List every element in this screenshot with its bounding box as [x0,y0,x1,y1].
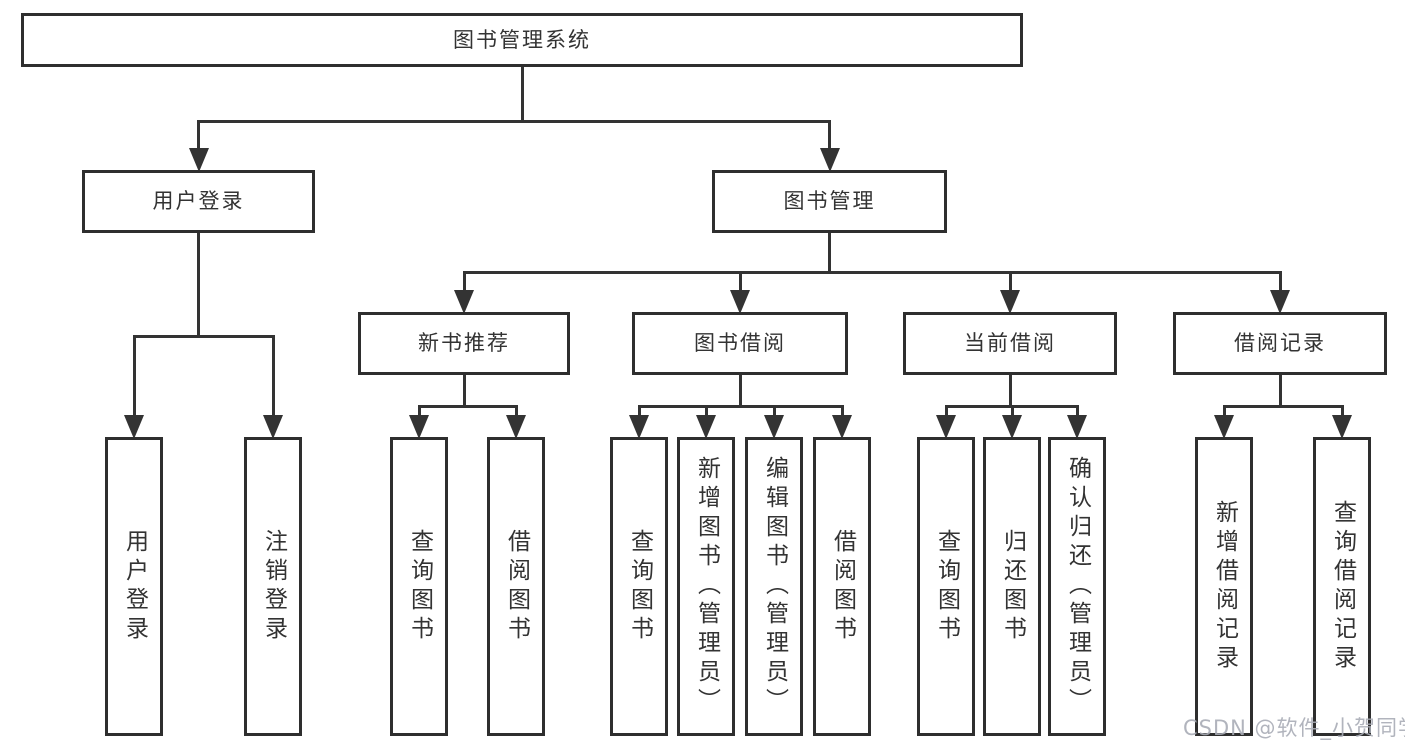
node-leaf-return-books: 归还图书 [983,437,1041,736]
connector-line [637,404,844,408]
node-leaf-borrow-books-1: 借阅图书 [487,437,545,736]
node-label: 查询图书 [406,528,433,645]
node-book-management: 图书管理 [712,170,947,233]
node-borrow-records: 借阅记录 [1173,312,1387,375]
connector-line [944,406,948,417]
arrowhead-icon [454,290,474,314]
arrowhead-icon [1002,415,1022,439]
connector-line [1278,272,1282,292]
node-label: 用户登录 [121,528,148,645]
arrowhead-icon [263,415,283,439]
connector-line [462,272,466,292]
arrowhead-icon [1214,415,1234,439]
arrowhead-icon [629,415,649,439]
arrowhead-icon [730,290,750,314]
connector-line [514,406,518,417]
node-user-login: 用户登录 [82,170,315,233]
node-label: 当前借阅 [964,331,1056,355]
node-leaf-query-books-3: 查询图书 [917,437,975,736]
node-leaf-edit-book-admin: 编辑图书（管理员） [745,437,803,736]
connector-line [197,121,200,150]
node-book-borrow: 图书借阅 [632,312,848,375]
connector-line [132,336,136,417]
arrowhead-icon [409,415,429,439]
node-label: 注销登录 [260,528,287,645]
connector-line [1075,406,1079,417]
connector-line [1008,375,1012,408]
connector-line [462,375,466,408]
node-label: 查询借阅记录 [1329,499,1356,674]
node-current-borrow: 当前借阅 [903,312,1117,375]
arrowhead-icon [832,415,852,439]
arrowhead-icon [124,415,144,439]
node-label: 编辑图书（管理员） [761,456,788,717]
arrowhead-icon [1332,415,1352,439]
connector-line [1010,406,1014,417]
node-label: 确认归还（管理员） [1064,456,1091,717]
connector-line [840,406,844,417]
node-new-book-recommend: 新书推荐 [358,312,570,375]
connector-line [520,67,524,123]
connector-line [197,119,831,123]
connector-line [1008,272,1012,292]
connector-line [738,272,742,292]
connector-line [1222,406,1226,417]
csdn-watermark: CSDN @软件_小贺同学 [1183,716,1405,740]
connector-line [271,336,275,417]
node-leaf-confirm-return-admin: 确认归还（管理员） [1048,437,1106,736]
connector-line [1340,406,1344,417]
connector-line [1222,404,1344,408]
arrowhead-icon [764,415,784,439]
node-leaf-user-login: 用户登录 [105,437,163,736]
arrowhead-icon [1270,290,1290,314]
connector-line [828,121,831,150]
connector-line [197,233,200,338]
connector-line [1278,375,1282,408]
connector-line [772,406,776,417]
node-label: 图书借阅 [694,331,786,355]
connector-line [417,404,518,408]
node-label: 新书推荐 [418,331,510,355]
node-label: 新增图书（管理员） [693,456,720,717]
connector-line [828,233,831,274]
node-leaf-logout: 注销登录 [244,437,302,736]
node-label: 查询图书 [933,528,960,645]
node-leaf-query-borrow-record: 查询借阅记录 [1313,437,1371,736]
connector-line [132,334,275,338]
node-leaf-query-books-2: 查询图书 [610,437,668,736]
node-label: 查询图书 [626,528,653,645]
node-label: 借阅图书 [503,528,530,645]
arrowhead-icon [1000,290,1020,314]
node-label: 借阅图书 [829,528,856,645]
node-label: 借阅记录 [1234,331,1326,355]
node-label: 图书管理 [783,189,876,213]
node-label: 归还图书 [999,528,1026,645]
arrowhead-icon [819,148,840,172]
connector-line [417,406,421,417]
connector-line [704,406,708,417]
node-root: 图书管理系统 [21,13,1023,67]
arrowhead-icon [936,415,956,439]
arrowhead-icon [188,148,209,172]
connector-line [637,406,641,417]
node-label: 图书管理系统 [453,27,591,52]
node-leaf-query-books-1: 查询图书 [390,437,448,736]
node-label: 用户登录 [152,189,245,213]
node-label: 新增借阅记录 [1211,499,1238,674]
arrowhead-icon [1067,415,1087,439]
node-leaf-add-book-admin: 新增图书（管理员） [677,437,735,736]
node-leaf-add-borrow-record: 新增借阅记录 [1195,437,1253,736]
connector-line [462,270,1282,274]
connector-line [738,375,742,408]
node-leaf-borrow-books-2: 借阅图书 [813,437,871,736]
arrowhead-icon [506,415,526,439]
arrowhead-icon [696,415,716,439]
